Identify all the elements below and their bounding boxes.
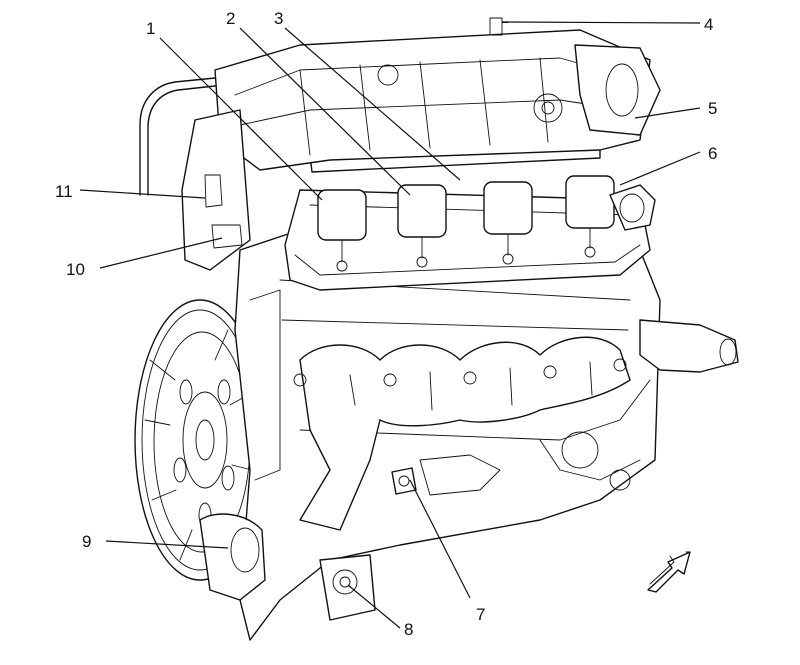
ignition-coil bbox=[317, 189, 367, 272]
svg-text:1: 1 bbox=[146, 19, 155, 38]
bellhousing-bracket bbox=[199, 513, 266, 601]
ignition-coil bbox=[483, 181, 533, 265]
svg-text:2: 2 bbox=[226, 9, 235, 28]
leader-lines bbox=[79, 21, 701, 629]
callout-4: 4 bbox=[704, 15, 713, 34]
callout-6: 6 bbox=[708, 144, 717, 163]
svg-text:3: 3 bbox=[274, 9, 283, 28]
exhaust-manifold bbox=[293, 336, 631, 531]
callout-11: 11 bbox=[55, 182, 73, 201]
callout-3: 3 bbox=[274, 9, 283, 28]
svg-text:10: 10 bbox=[66, 260, 85, 279]
callout-9: 9 bbox=[82, 532, 91, 551]
callout-2: 2 bbox=[226, 9, 235, 28]
callout-7: 7 bbox=[476, 605, 485, 624]
callout-1: 1 bbox=[146, 19, 155, 38]
heater-tube bbox=[139, 77, 216, 196]
svg-text:8: 8 bbox=[404, 620, 413, 639]
throttle-body bbox=[489, 17, 661, 136]
svg-text:9: 9 bbox=[82, 532, 91, 551]
callout-10: 10 bbox=[66, 260, 85, 279]
starter-mount bbox=[319, 554, 376, 621]
callout-8: 8 bbox=[404, 620, 413, 639]
ignition-coils bbox=[317, 175, 615, 272]
svg-text:11: 11 bbox=[55, 182, 73, 201]
callout-5: 5 bbox=[708, 99, 717, 118]
ignition-coil bbox=[397, 184, 447, 268]
knock-sensor bbox=[391, 467, 417, 495]
svg-text:6: 6 bbox=[708, 144, 717, 163]
engine-block bbox=[234, 229, 661, 641]
view-direction-arrow-icon bbox=[647, 551, 691, 593]
svg-text:7: 7 bbox=[476, 605, 485, 624]
intake-manifold bbox=[214, 29, 651, 171]
coolant-outlet bbox=[609, 184, 739, 373]
svg-text:4: 4 bbox=[704, 15, 713, 34]
svg-text:5: 5 bbox=[708, 99, 717, 118]
ignition-coil bbox=[565, 175, 615, 258]
front-cover bbox=[181, 109, 251, 271]
